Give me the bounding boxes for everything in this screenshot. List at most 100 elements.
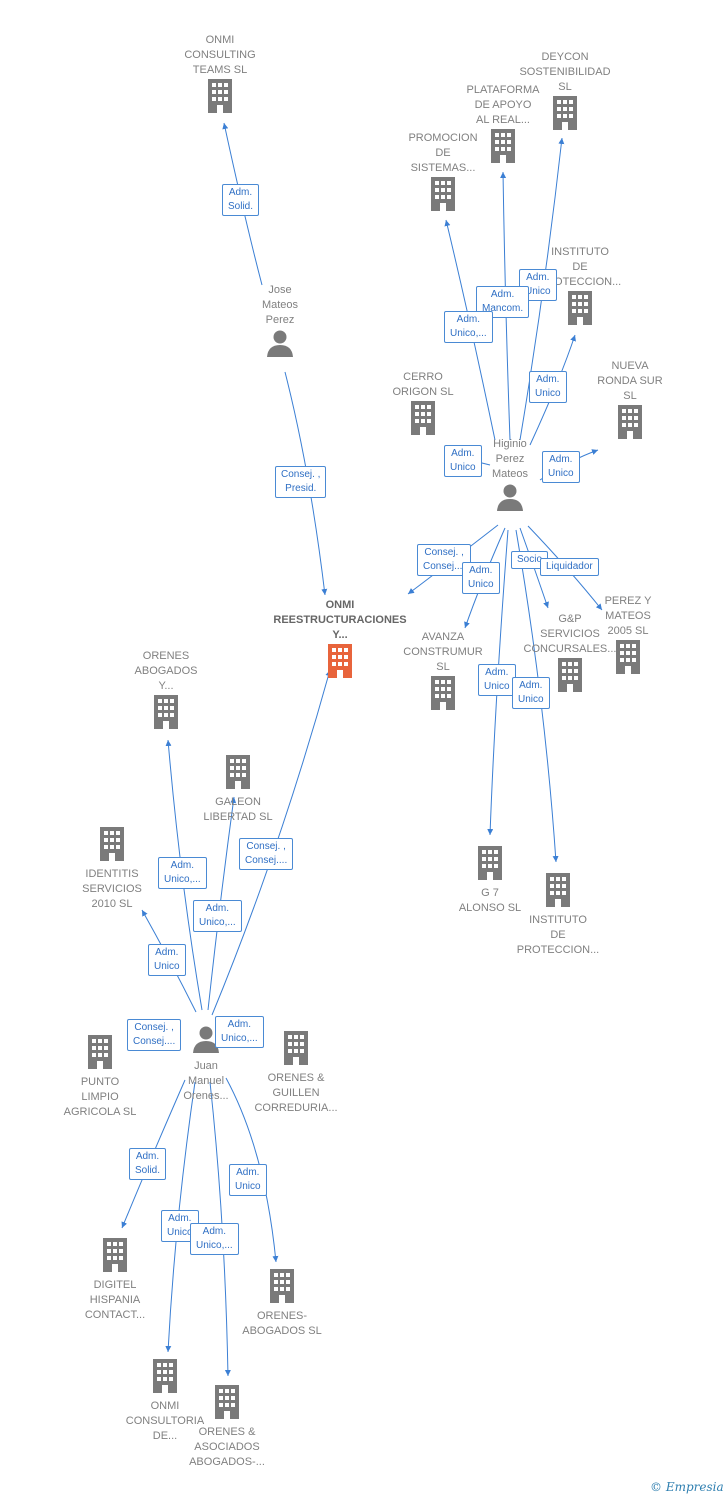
edge-label[interactable]: Adm. Unico,... — [190, 1223, 239, 1255]
edge-label[interactable]: Liquidador — [540, 558, 599, 576]
company-label: DIGITEL HISPANIA CONTACT... — [84, 1279, 146, 1321]
edge-juan-orenes-abogados-sl — [225, 1077, 279, 1263]
company-label: PUNTO LIMPIO AGRICOLA SL — [63, 1076, 137, 1118]
edge-label[interactable]: Adm. Unico — [148, 944, 186, 976]
edge-label[interactable]: Adm. Unico,... — [193, 900, 242, 932]
company-node-orenes-abogados-y[interactable]: ORENES ABOGADOS Y... — [111, 649, 221, 735]
edge-label[interactable]: Adm. Unico — [542, 451, 580, 483]
company-node-galeon[interactable]: GALEON LIBERTAD SL — [183, 754, 293, 825]
person-node-higinio[interactable]: Higinio Perez Mateos — [455, 437, 565, 517]
building-icon — [154, 695, 178, 729]
company-label: PROMOCION DE SISTEMAS... — [408, 132, 478, 174]
copyright-symbol: © — [650, 1480, 662, 1494]
company-node-nueva-ronda[interactable]: NUEVA RONDA SUR SL — [575, 359, 685, 445]
building-icon — [270, 1269, 294, 1303]
building-icon — [546, 873, 570, 907]
building-icon — [558, 658, 582, 692]
building-icon-highlighted — [328, 644, 352, 678]
company-node-avanza[interactable]: AVANZA CONSTRUMUR SL — [388, 630, 498, 716]
building-icon — [618, 405, 642, 439]
company-label: DEYCON SOSTENIBILIDAD SL — [519, 51, 611, 93]
company-label: INSTITUTO DE PROTECCION... — [516, 914, 600, 956]
building-icon — [431, 676, 455, 710]
company-label: ORENES ABOGADOS Y... — [134, 650, 198, 692]
company-label: AVANZA CONSTRUMUR SL — [403, 631, 483, 673]
building-icon — [411, 401, 435, 435]
company-node-instituto2[interactable]: INSTITUTO DE PROTECCION... — [503, 872, 613, 958]
company-node-promocion[interactable]: PROMOCION DE SISTEMAS... — [388, 131, 498, 217]
person-icon — [267, 330, 293, 357]
company-label: PLATAFORMA DE APOYO AL REAL... — [466, 84, 540, 126]
company-node-digitel[interactable]: DIGITEL HISPANIA CONTACT... — [60, 1237, 170, 1323]
company-node-cerro[interactable]: CERRO ORIGON SL — [368, 370, 478, 441]
company-label: PEREZ Y MATEOS 2005 SL — [604, 595, 652, 637]
person-label: Jose Mateos Perez — [261, 284, 299, 326]
edge-label[interactable]: Socio — [511, 551, 549, 569]
edge-label[interactable]: Adm. Solid. — [222, 184, 260, 216]
company-node-orenes-guillen[interactable]: ORENES & GUILLEN CORREDURIA... — [241, 1030, 351, 1116]
company-label: ORENES & ASOCIADOS ABOGADOS-... — [189, 1426, 265, 1468]
person-icon — [497, 484, 523, 511]
company-label: ORENES- ABOGADOS SL — [242, 1310, 322, 1337]
company-label: ONMI CONSULTORIA DE... — [125, 1400, 205, 1442]
edge-label[interactable]: Adm. Unico,... — [158, 857, 207, 889]
building-icon — [215, 1385, 239, 1419]
company-label: G&P SERVICIOS CONCURSALES... — [523, 613, 617, 655]
person-label: Higinio Perez Mateos — [491, 438, 529, 480]
person-node-jose[interactable]: Jose Mateos Perez — [225, 283, 335, 363]
company-node-orenes-asociados[interactable]: ORENES & ASOCIADOS ABOGADOS-... — [172, 1384, 282, 1470]
building-icon — [100, 827, 124, 861]
edge-label[interactable]: Adm. Unico — [478, 664, 516, 696]
building-icon — [431, 177, 455, 211]
company-node-identitis[interactable]: IDENTITIS SERVICIOS 2010 SL — [57, 826, 167, 912]
company-label: G 7 ALONSO SL — [458, 887, 522, 914]
brand-name: Empresia — [665, 1480, 724, 1494]
edge-label[interactable]: Consej. , Presid. — [275, 466, 327, 498]
company-node-deycon[interactable]: DEYCON SOSTENIBILIDAD SL — [510, 50, 620, 136]
edge-higinio-gp — [519, 527, 549, 609]
company-node-onmi-consulting[interactable]: ONMI CONSULTING TEAMS SL — [165, 33, 275, 119]
company-label: NUEVA RONDA SUR SL — [597, 360, 663, 402]
company-node-gp[interactable]: G&P SERVICIOS CONCURSALES... — [515, 612, 625, 698]
company-node-orenes-abogados-sl[interactable]: ORENES- ABOGADOS SL — [227, 1268, 337, 1339]
company-label: GALEON LIBERTAD SL — [203, 796, 273, 823]
main-company-label: ONMI REESTRUCTURACIONES Y... — [273, 599, 407, 641]
building-icon — [226, 755, 250, 789]
edge-label[interactable]: Adm. Unico — [229, 1164, 267, 1196]
company-label: INSTITUTO DE PROTECCION... — [538, 246, 622, 288]
company-node-g7[interactable]: G 7 ALONSO SL — [435, 845, 545, 916]
company-label: ORENES & GUILLEN CORREDURIA... — [254, 1072, 338, 1114]
company-label: CERRO ORIGON SL — [392, 371, 454, 398]
building-icon — [284, 1031, 308, 1065]
building-icon — [153, 1359, 177, 1393]
edge-label[interactable]: Adm. Unico — [529, 371, 567, 403]
building-icon — [616, 640, 640, 674]
company-label: IDENTITIS SERVICIOS 2010 SL — [82, 868, 142, 910]
company-node-instituto1[interactable]: INSTITUTO DE PROTECCION... — [525, 245, 635, 331]
company-node-onmi-consultoria[interactable]: ONMI CONSULTORIA DE... — [110, 1358, 220, 1444]
person-icon — [193, 1026, 219, 1053]
building-icon — [568, 291, 592, 325]
building-icon — [88, 1035, 112, 1069]
building-icon — [478, 846, 502, 880]
edge-label[interactable]: Adm. Unico,... — [215, 1016, 264, 1048]
company-node-perez-mateos[interactable]: PEREZ Y MATEOS 2005 SL — [573, 594, 683, 680]
building-icon — [103, 1238, 127, 1272]
person-label: Juan Manuel Orenes... — [183, 1060, 229, 1102]
brand-watermark[interactable]: © Empresia — [650, 1480, 724, 1494]
person-node-juan[interactable]: Juan Manuel Orenes... — [151, 1024, 261, 1104]
company-node-plataforma[interactable]: PLATAFORMA DE APOYO AL REAL... — [448, 83, 558, 169]
company-label: ONMI CONSULTING TEAMS SL — [184, 34, 256, 76]
edge-label[interactable]: Adm. Unico — [462, 562, 500, 594]
edge-label[interactable]: Adm. Unico — [512, 677, 550, 709]
building-icon — [208, 79, 232, 113]
company-node-punto-limpio[interactable]: PUNTO LIMPIO AGRICOLA SL — [45, 1034, 155, 1120]
edge-label[interactable]: Adm. Unico — [444, 445, 482, 477]
building-icon — [553, 96, 577, 130]
edge-label[interactable]: Adm. Solid. — [129, 1148, 167, 1180]
main-company-node[interactable]: ONMI REESTRUCTURACIONES Y... — [250, 598, 430, 684]
building-icon — [491, 129, 515, 163]
edge-label[interactable]: Consej. , Consej.... — [127, 1019, 182, 1051]
edge-label[interactable]: Adm. Unico,... — [444, 311, 493, 343]
edge-label[interactable]: Consej. , Consej.... — [239, 838, 294, 870]
